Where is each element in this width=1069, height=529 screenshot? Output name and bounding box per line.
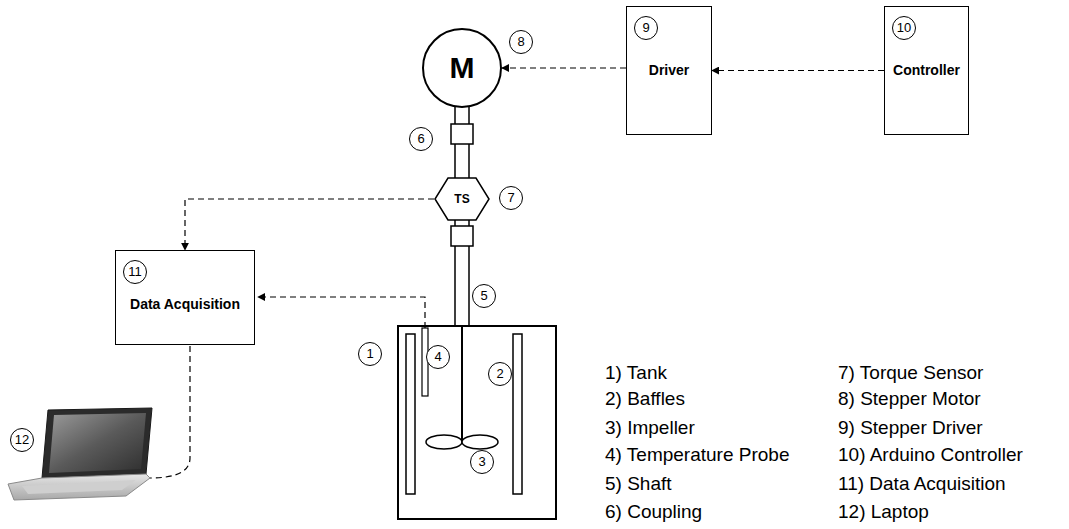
impeller-shaft: [461, 326, 463, 442]
part-list-item: 1) Tank: [605, 362, 667, 384]
part-list-item: 12) Laptop: [838, 501, 929, 523]
part-list-item: 4) Temperature Probe: [605, 444, 789, 466]
part-list-item: 6) Coupling: [605, 501, 702, 523]
callout-number: 12: [10, 428, 34, 452]
part-list-item: 5) Shaft: [605, 473, 672, 495]
callout-number: 1: [358, 342, 382, 366]
coupling: [451, 226, 473, 246]
callout-number: 8: [509, 30, 533, 54]
node-label: Data Acquisition: [130, 296, 240, 314]
data-acquisition-box: 11Data Acquisition: [115, 250, 255, 345]
callout-number: 6: [409, 127, 433, 151]
laptop-illustration: [8, 408, 152, 500]
controller-box: 10Controller: [884, 6, 969, 135]
baffle: [513, 334, 522, 494]
tank: [398, 326, 556, 519]
impeller-blade: [426, 435, 462, 449]
baffle: [406, 334, 415, 494]
hexagon-shape: [435, 178, 489, 220]
coupling: [451, 124, 473, 144]
part-list-item: 3) Impeller: [605, 417, 695, 439]
signal-connector: [712, 70, 884, 71]
callout-number: 2: [488, 362, 512, 386]
callout-number: 5: [472, 284, 496, 308]
node-label: Driver: [649, 62, 689, 80]
impeller-blade: [462, 435, 498, 449]
driver-box: 9Driver: [626, 6, 712, 135]
stepper-motor: M: [422, 28, 502, 108]
part-list-item: 11) Data Acquisition: [838, 473, 1006, 495]
node-label: TS: [454, 192, 469, 207]
part-list-item: 7) Torque Sensor: [838, 362, 983, 384]
node-label: M: [450, 49, 475, 87]
callout-number: 3: [470, 450, 494, 474]
callout-number: 10: [892, 16, 916, 40]
callout-number: 7: [499, 186, 523, 210]
signal-connector: [185, 199, 434, 250]
node-label: Controller: [893, 62, 960, 80]
part-list-item: 2) Baffles: [605, 388, 685, 410]
callout-number: 4: [426, 345, 450, 369]
callout-number: 9: [634, 16, 658, 40]
signal-connector: [502, 67, 626, 68]
torque-sensor: TS: [434, 177, 490, 221]
part-list-item: 10) Arduino Controller: [838, 444, 1023, 466]
part-list-item: 9) Stepper Driver: [838, 417, 983, 439]
part-list-item: 8) Stepper Motor: [838, 388, 981, 410]
signal-line: [258, 297, 425, 328]
callout-number: 11: [123, 260, 147, 284]
